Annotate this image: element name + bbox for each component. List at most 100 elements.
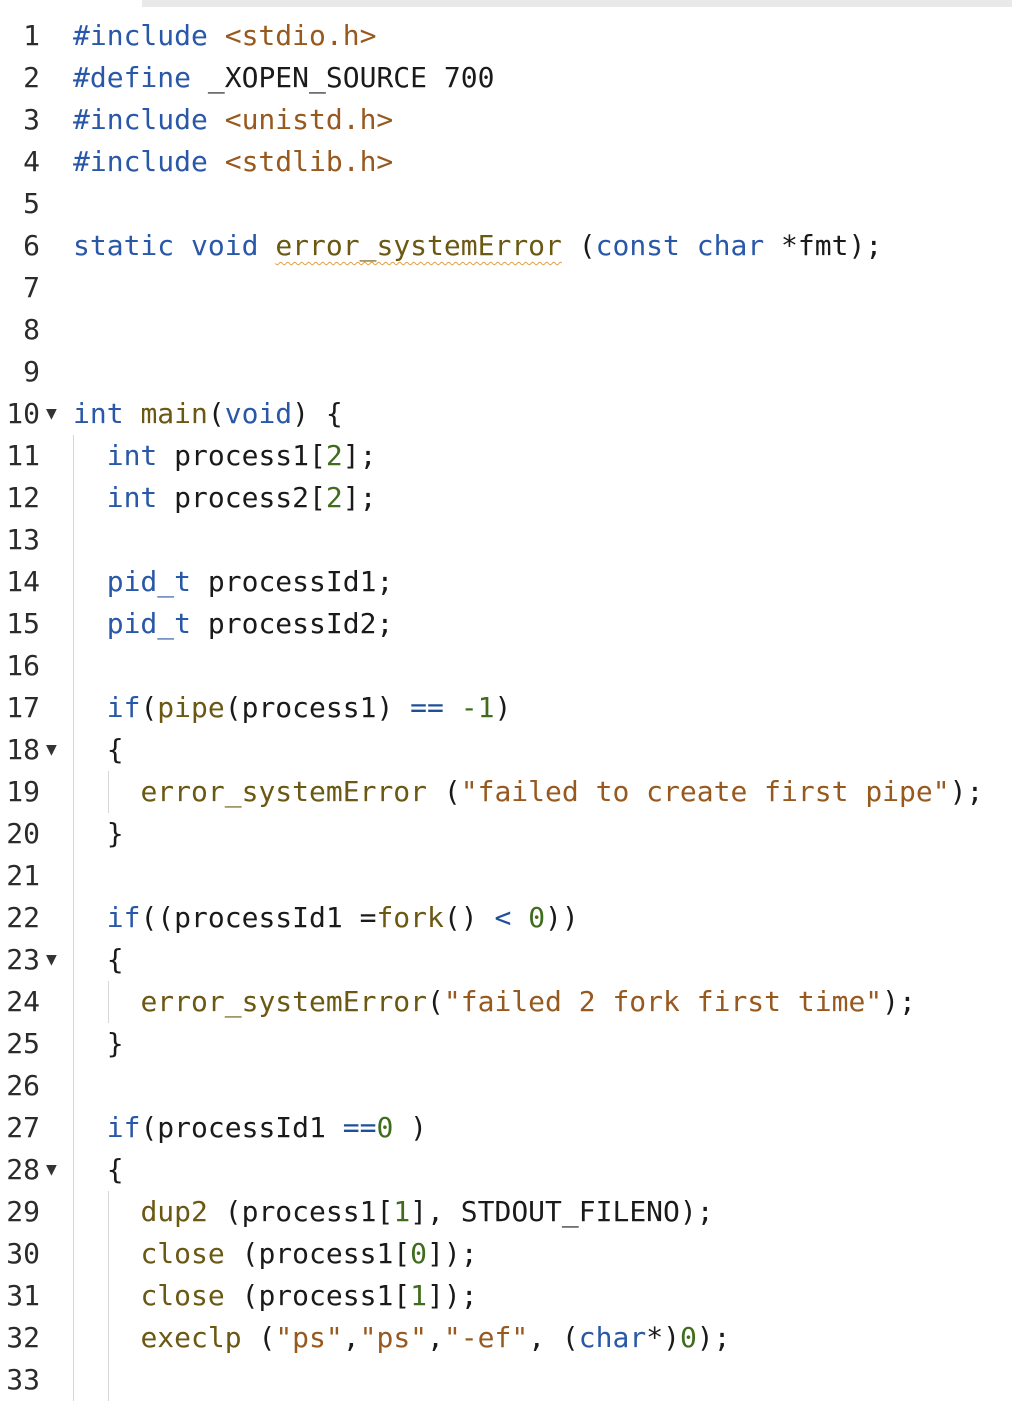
- code-line[interactable]: 23▼ {: [0, 939, 1012, 981]
- code-line[interactable]: 29 dup2 (process1[1], STDOUT_FILENO);: [0, 1191, 1012, 1233]
- code-line[interactable]: 5: [0, 183, 1012, 225]
- code-token: [73, 481, 107, 514]
- indent-guide: [73, 1317, 74, 1359]
- code-token: }: [73, 1027, 124, 1060]
- code-text: {: [73, 1149, 124, 1191]
- code-text: error_systemError("failed 2 fork first t…: [73, 981, 916, 1023]
- code-token: static: [73, 229, 175, 262]
- code-token: 0: [679, 1321, 697, 1354]
- code-line[interactable]: 28▼ {: [0, 1149, 1012, 1191]
- code-editor[interactable]: 1#include <stdio.h>2#define _XOPEN_SOURC…: [0, 15, 1012, 1401]
- code-token: (: [140, 691, 158, 724]
- code-token: if: [106, 1111, 141, 1144]
- code-line[interactable]: 24 error_systemError("failed 2 fork firs…: [0, 981, 1012, 1023]
- code-line[interactable]: 21: [0, 855, 1012, 897]
- code-line[interactable]: 18▼ {: [0, 729, 1012, 771]
- line-number: 5: [23, 187, 40, 220]
- code-token: [73, 1195, 140, 1228]
- code-token: );: [949, 775, 984, 808]
- line-number: 6: [23, 229, 40, 262]
- code-token: );: [882, 985, 916, 1018]
- code-line[interactable]: 3#include <unistd.h>: [0, 99, 1012, 141]
- code-token: int: [106, 481, 158, 514]
- indent-guide: [73, 477, 74, 519]
- code-line[interactable]: 20 }: [0, 813, 1012, 855]
- fold-arrow-down-icon[interactable]: ▼: [46, 403, 57, 424]
- code-line[interactable]: 31 close (process1[1]);: [0, 1275, 1012, 1317]
- fold-arrow-down-icon[interactable]: ▼: [46, 949, 57, 970]
- code-token: #include: [73, 19, 208, 52]
- code-token: (process1): [224, 691, 411, 724]
- code-token: (: [561, 229, 596, 262]
- indent-guide: [73, 771, 74, 813]
- code-line[interactable]: 8: [0, 309, 1012, 351]
- indent-guide: [73, 1149, 74, 1191]
- code-token: const: [595, 229, 680, 262]
- code-token: execlp: [140, 1321, 242, 1354]
- line-number: 18: [6, 733, 40, 766]
- fold-arrow-down-icon[interactable]: ▼: [46, 1159, 57, 1180]
- code-token: ((processId1 =: [140, 901, 377, 934]
- line-number: 12: [6, 481, 40, 514]
- code-line[interactable]: 17 if(pipe(process1) == -1): [0, 687, 1012, 729]
- code-line[interactable]: 32 execlp ("ps","ps","-ef", (char*)0);: [0, 1317, 1012, 1359]
- line-number: 33: [6, 1363, 40, 1396]
- fold-arrow-down-icon[interactable]: ▼: [46, 739, 57, 760]
- code-token: [73, 691, 107, 724]
- code-token: 2: [325, 439, 343, 472]
- code-line[interactable]: 7: [0, 267, 1012, 309]
- code-text: }: [73, 1023, 124, 1065]
- code-token: (: [427, 985, 444, 1018]
- line-number: 19: [6, 775, 40, 808]
- code-line[interactable]: 22 if((processId1 =fork() < 0)): [0, 897, 1012, 939]
- code-token: [73, 775, 140, 808]
- code-line[interactable]: 10▼int main(void) {: [0, 393, 1012, 435]
- code-text: #include <stdio.h>: [73, 15, 376, 57]
- line-number: 7: [23, 271, 40, 304]
- code-line[interactable]: 9: [0, 351, 1012, 393]
- editor-top-bar: [142, 0, 1012, 7]
- code-line[interactable]: 16: [0, 645, 1012, 687]
- code-token: (: [207, 397, 225, 430]
- code-text: error_systemError ("failed to create fir…: [73, 771, 983, 813]
- code-line[interactable]: 33: [0, 1359, 1012, 1401]
- indent-guide: [73, 1023, 74, 1065]
- code-token: #include: [73, 103, 208, 136]
- code-line[interactable]: 11 int process1[2];: [0, 435, 1012, 477]
- code-token: if: [106, 691, 141, 724]
- code-line[interactable]: 15 pid_t processId2;: [0, 603, 1012, 645]
- code-token: [73, 439, 107, 472]
- code-text: pid_t processId1;: [73, 561, 394, 603]
- code-token: [174, 229, 191, 262]
- line-number: 16: [6, 649, 40, 682]
- code-line[interactable]: 27 if(processId1 ==0 ): [0, 1107, 1012, 1149]
- code-token: (process1[: [207, 1195, 394, 1228]
- indent-guide: [73, 561, 74, 603]
- code-line[interactable]: 19 error_systemError ("failed to create …: [0, 771, 1012, 813]
- code-token: _XOPEN_SOURCE 700: [191, 61, 495, 94]
- code-line[interactable]: 30 close (process1[0]);: [0, 1233, 1012, 1275]
- line-number: 9: [23, 355, 40, 388]
- code-token: [511, 901, 528, 934]
- code-token: processId1;: [191, 565, 394, 598]
- line-number: 13: [6, 523, 40, 556]
- code-line[interactable]: 12 int process2[2];: [0, 477, 1012, 519]
- code-token: *): [646, 1321, 680, 1354]
- indent-guide: [73, 1233, 74, 1275]
- code-line[interactable]: 1#include <stdio.h>: [0, 15, 1012, 57]
- code-line[interactable]: 25 }: [0, 1023, 1012, 1065]
- code-token: char: [578, 1321, 647, 1354]
- code-line[interactable]: 26: [0, 1065, 1012, 1107]
- indent-guide: [73, 645, 74, 687]
- code-token: ];: [342, 439, 377, 472]
- code-line[interactable]: 13: [0, 519, 1012, 561]
- indent-guide: [108, 1191, 109, 1233]
- code-text: execlp ("ps","ps","-ef", (char*)0);: [73, 1317, 730, 1359]
- code-line[interactable]: 4#include <stdlib.h>: [0, 141, 1012, 183]
- code-token: [73, 985, 140, 1018]
- code-token: "-ef": [443, 1321, 529, 1354]
- code-line[interactable]: 2#define _XOPEN_SOURCE 700: [0, 57, 1012, 99]
- code-token: ==: [342, 1111, 377, 1144]
- code-line[interactable]: 14 pid_t processId1;: [0, 561, 1012, 603]
